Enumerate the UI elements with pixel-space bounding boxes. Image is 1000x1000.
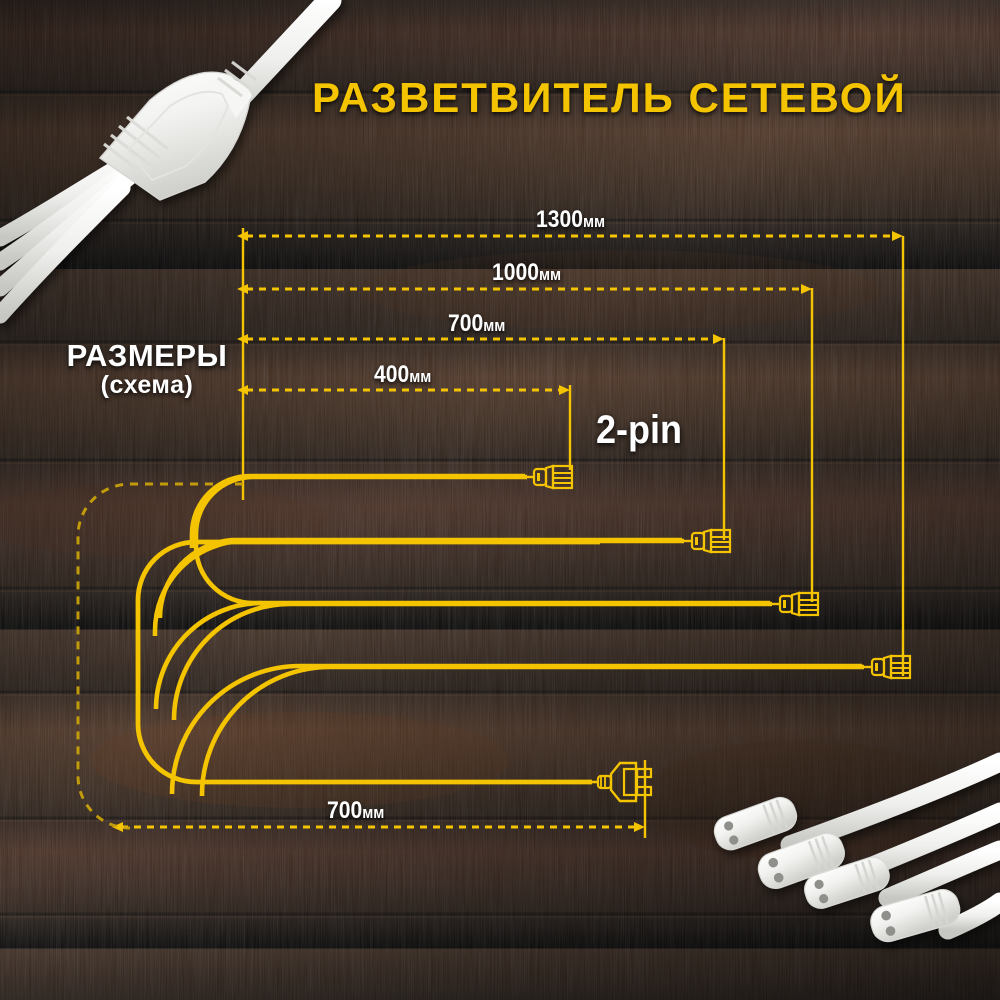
dimension-arrows [121, 234, 896, 829]
dimension-value-1300: 1300 [536, 206, 583, 233]
pin-type-label: 2-pin [596, 408, 682, 452]
page-title: РАЗВЕТВИТЕЛЬ СЕТЕВОЙ [312, 74, 907, 121]
dimension-value-700-bottom: 700 [327, 797, 363, 824]
dimension-unit-400: мм [409, 367, 432, 386]
dimension-arrowheads [112, 231, 903, 832]
sizes-heading: РАЗМЕРЫ (схема) [57, 338, 237, 400]
dashed-cable-path [76, 482, 243, 830]
cable-lines-main [135, 539, 600, 785]
cable-lines-detail [152, 474, 864, 796]
dimension-label-1300: 1300мм [536, 206, 605, 234]
sizes-heading-text: РАЗМЕРЫ [66, 338, 228, 373]
sizes-sub-text: (схема) [100, 371, 194, 400]
dimension-unit-1300: мм [582, 212, 606, 231]
dimension-value-1000: 1000 [492, 259, 539, 286]
dimension-value-400: 400 [374, 361, 410, 388]
dimension-label-700: 700мм [448, 310, 505, 338]
dimension-label-1000: 1000мм [492, 259, 561, 287]
cable-4 [169, 663, 862, 795]
measurement-guides [241, 228, 905, 838]
dimension-unit-1000: мм [538, 265, 562, 284]
dimension-unit-700-bottom: мм [362, 803, 385, 822]
dimension-unit-700: мм [483, 316, 506, 335]
dimension-label-400: 400мм [374, 361, 431, 389]
dimension-label-700-bottom: 700мм [327, 797, 384, 825]
dimension-value-700: 700 [448, 310, 484, 337]
